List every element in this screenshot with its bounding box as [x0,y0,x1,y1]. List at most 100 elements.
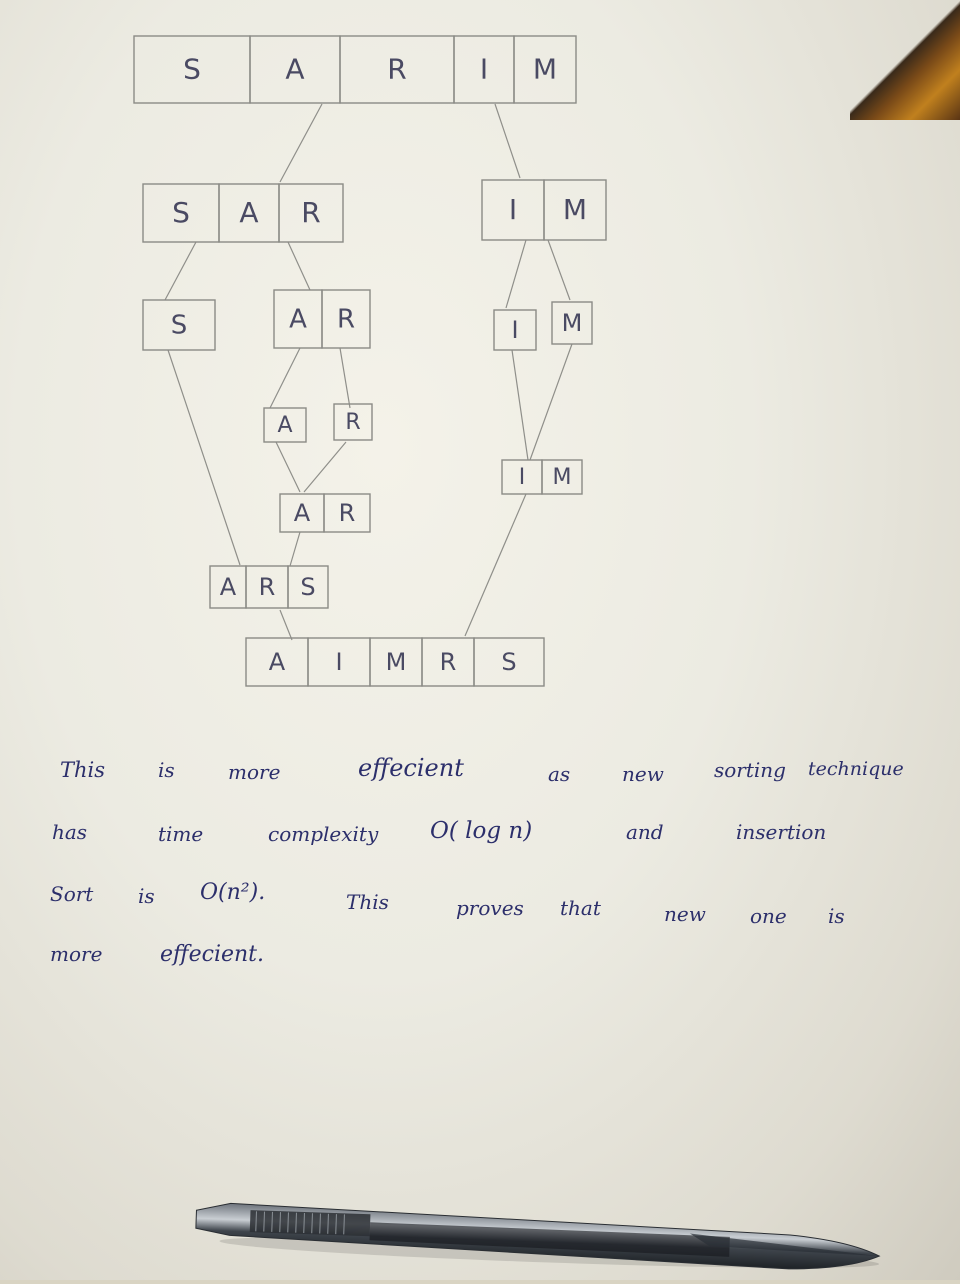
tree-edge [494,103,521,179]
array-level3-a: A [263,407,307,443]
note-word: effecient. [160,942,265,967]
cell-letter: S [171,311,188,341]
cell-letter: R [345,410,360,435]
cell-letter: S [501,648,516,676]
array-cell [321,289,371,349]
array-cell [287,565,329,609]
note-word: technique [808,758,904,780]
tree-edge [511,349,529,461]
note-word: new [622,762,664,786]
tree-edge [279,103,323,183]
cell-letter: I [335,648,342,676]
array-cell [263,407,307,443]
cell-letter: I [509,193,517,226]
array-cell [278,183,344,243]
note-word: is [828,904,845,928]
cell-letter: M [562,309,583,337]
tree-edge [303,441,347,493]
array-level2-m: M [551,301,593,345]
cell-letter: A [285,53,304,86]
note-word: and [626,820,664,844]
note-word: O( log n) [430,818,533,844]
background-corner [850,0,960,120]
note-word: is [138,884,155,908]
cell-letter: M [386,648,407,676]
note-word: more [228,760,281,784]
note-word: more [50,942,103,966]
tree-edge [547,239,571,301]
tree-edge [164,241,197,301]
note-word: Sort [50,882,94,906]
note-word: insertion [736,820,827,844]
cell-letter: I [519,465,526,490]
array-cell [543,179,607,241]
cell-letter: I [511,316,518,344]
cell-letter: A [277,413,292,438]
cell-letter: S [183,53,201,86]
note-word: This [346,890,389,914]
cell-letter: R [337,305,355,335]
array-cell [541,459,583,495]
note-word: is [158,758,175,782]
array-cell [473,637,545,687]
array-cell [513,35,577,104]
tree-edge [269,347,301,409]
note-word: time [158,822,204,846]
cell-letter: A [294,499,311,527]
cell-letter: R [387,53,406,86]
cell-letter: M [563,193,587,226]
note-word: O(n²). [200,880,266,905]
tree-edge [505,239,527,309]
cell-letter: A [289,305,307,335]
note-word: as [548,762,571,786]
array-cell [493,309,537,351]
cell-letter: A [269,648,286,676]
note-word: sorting [714,758,786,782]
note-word: that [560,896,601,920]
array-cell [323,493,371,533]
note-word: effecient [358,754,464,782]
cell-letter: R [259,573,276,601]
tree-edge [289,531,301,567]
cell-letter: A [239,196,258,229]
tree-edge [339,347,351,409]
array-cell [551,301,593,345]
note-word: one [750,904,787,928]
tree-edge [167,349,241,566]
cell-letter: I [480,53,488,86]
tree-edge [287,241,311,291]
array-level2-s: S [142,299,216,351]
cell-letter: M [533,53,557,86]
array-level3-r: R [333,403,373,441]
note-word: proves [456,896,524,920]
cell-letter: R [339,499,356,527]
note-word: This [60,758,106,782]
tree-edge [275,441,301,493]
note-word: complexity [268,822,379,846]
cell-letter: S [300,573,315,601]
note-word: new [664,902,706,926]
pen [195,1202,881,1270]
cell-letter: M [553,465,572,490]
array-cell [333,403,373,441]
tree-edge [464,493,527,637]
cell-letter: R [301,196,320,229]
tree-edge [529,343,573,461]
cell-letter: R [440,648,457,676]
array-level2-i: I [493,309,537,351]
tree-edge [279,609,293,641]
cell-letter: S [172,196,190,229]
note-word: has [52,820,88,844]
array-cell [142,299,216,351]
cell-letter: A [220,573,237,601]
